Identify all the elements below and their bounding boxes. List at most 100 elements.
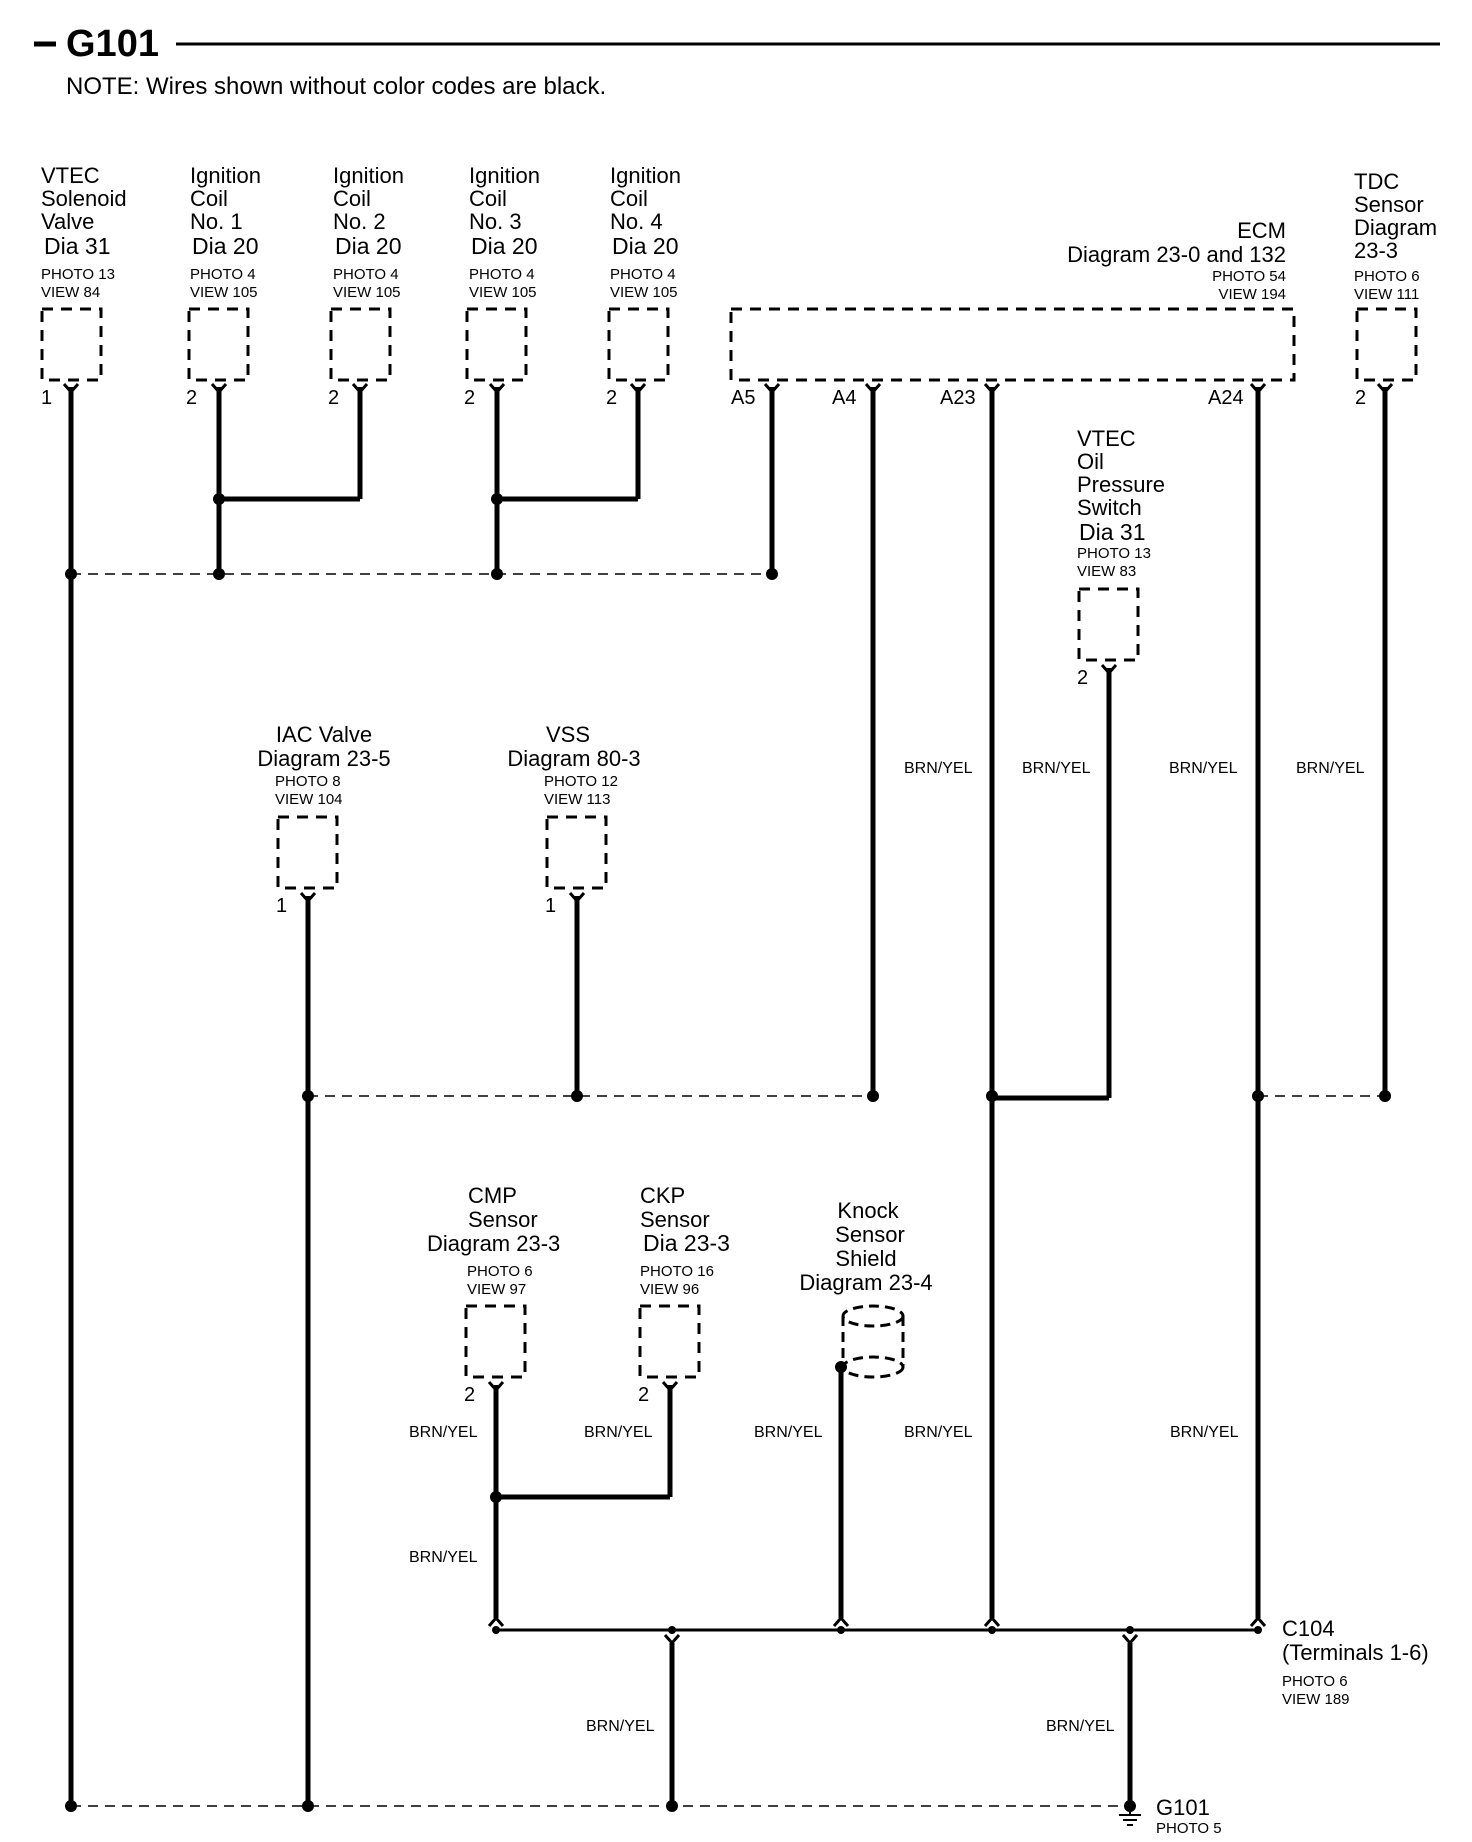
component-label: C104 (1282, 1616, 1335, 1641)
component-label: Solenoid (41, 186, 127, 211)
photo-ref: PHOTO 12 (544, 773, 618, 790)
pin-number: 1 (276, 895, 287, 917)
component-label: Ignition (333, 163, 404, 188)
view-ref: VIEW 105 (190, 284, 258, 301)
wire-color-label: BRN/YEL (1046, 1718, 1115, 1735)
photo-ref: PHOTO 13 (41, 266, 115, 283)
component-label: CMP (468, 1183, 517, 1208)
component-label: Shield (835, 1246, 896, 1271)
wire-color-labels: BRN/YEL BRN/YEL BRN/YEL BRN/YEL BRN/YEL … (409, 760, 1365, 1735)
wire-color-label: BRN/YEL (904, 1424, 973, 1441)
terminal (1249, 1615, 1267, 1627)
terminal (661, 1381, 679, 1393)
pin-number: 2 (1355, 387, 1366, 409)
component-label: Pressure (1077, 472, 1165, 497)
svg-text:Dia 31: Dia 31 (44, 233, 111, 259)
terminal (864, 383, 882, 395)
component-label: (Terminals 1-6) (1282, 1640, 1429, 1665)
component-label: Diagram 23-3 (427, 1231, 560, 1256)
pin-number: A4 (832, 387, 856, 409)
dia-number: 20 (512, 233, 538, 259)
terminal (1100, 664, 1118, 676)
component-label: VSS (546, 722, 590, 747)
component-label: Diagram 23-5 (257, 746, 390, 771)
splice-dot (571, 1090, 583, 1102)
shield-icon (841, 1304, 905, 1379)
wire-color-label: BRN/YEL (1022, 760, 1091, 777)
photo-ref: PHOTO 5 (1156, 1820, 1222, 1837)
dia-label: Dia (1079, 519, 1114, 545)
iac-valve: IAC Valve Diagram 23-5 PHOTO 8 VIEW 104 … (257, 722, 390, 917)
splice-dot (492, 1626, 500, 1634)
ignition-coil-2: Ignition Coil No. 2 Dia 20 PHOTO 4 VIEW … (328, 163, 404, 409)
pin-number: 1 (41, 387, 52, 409)
component-label: No. 2 (333, 209, 386, 234)
component-label: CKP (640, 1183, 685, 1208)
tdc-sensor: TDC Sensor Diagram 23-3 PHOTO 6 VIEW 111… (1354, 169, 1437, 409)
component-label: G101 (1156, 1795, 1210, 1820)
dia-number: 31 (1120, 519, 1146, 545)
wires (68, 387, 1388, 1807)
splice-dot (1126, 1626, 1134, 1634)
component-label: No. 4 (610, 209, 663, 234)
pin-number: A24 (1208, 387, 1244, 409)
connector-box (1355, 307, 1418, 382)
pin-number: 2 (638, 1384, 649, 1406)
terminal (832, 1615, 850, 1627)
splice-dot (491, 568, 503, 580)
ckp-sensor: CKP Sensor Dia 23-3 PHOTO 16 VIEW 96 2 (638, 1183, 730, 1406)
connector-box (464, 1304, 527, 1379)
view-ref: VIEW 105 (469, 284, 537, 301)
component-label: Ignition (469, 163, 540, 188)
splice-dot (666, 1800, 678, 1812)
component-label: Oil (1077, 449, 1104, 474)
splice-dot (302, 1090, 314, 1102)
component-label: Ignition (610, 163, 681, 188)
view-ref: VIEW 83 (1077, 563, 1136, 580)
photo-ref: PHOTO 4 (610, 266, 676, 283)
wire-color-label: BRN/YEL (1169, 760, 1238, 777)
vss: VSS Diagram 80-3 PHOTO 12 VIEW 113 1 (507, 722, 640, 917)
component-label: Coil (333, 186, 371, 211)
splice-dot (490, 1491, 502, 1503)
color-note: NOTE: Wires shown without color codes ar… (66, 73, 606, 100)
connector-box (40, 307, 103, 382)
component-label: Diagram 80-3 (507, 746, 640, 771)
pin-number: 2 (464, 387, 475, 409)
component-label: Valve (41, 209, 94, 234)
component-label: Coil (190, 186, 228, 211)
terminal (1121, 1634, 1139, 1646)
component-label: TDC (1354, 169, 1399, 194)
svg-text:Dia 20: Dia 20 (612, 233, 679, 259)
ignition-coil-3: Ignition Coil No. 3 Dia 20 PHOTO 4 VIEW … (464, 163, 540, 409)
splice-dot (988, 1626, 996, 1634)
photo-ref: PHOTO 13 (1077, 545, 1151, 562)
splice-dot (491, 493, 503, 505)
svg-text:Dia 20: Dia 20 (471, 233, 538, 259)
terminal (210, 383, 228, 395)
wire-color-label: BRN/YEL (1170, 1424, 1239, 1441)
dia-number: 20 (653, 233, 679, 259)
terminal (487, 1381, 505, 1393)
terminal (983, 383, 1001, 395)
dia-label: Dia (44, 233, 79, 259)
photo-ref: PHOTO 6 (1282, 1673, 1348, 1690)
view-ref: VIEW 96 (640, 1281, 699, 1298)
component-label: Diagram (1354, 215, 1437, 240)
view-ref: VIEW 104 (275, 791, 343, 808)
terminal (983, 1615, 1001, 1627)
pin-number: 2 (1077, 667, 1088, 689)
pin-number: 2 (186, 387, 197, 409)
component-label: Switch (1077, 495, 1142, 520)
view-ref: VIEW 111 (1354, 286, 1419, 303)
title-block: G101 NOTE: Wires shown without color cod… (34, 23, 1440, 100)
photo-ref: PHOTO 6 (467, 1263, 533, 1280)
terminal (763, 383, 781, 395)
splice-dot (1379, 1090, 1391, 1102)
pin-number: 2 (328, 387, 339, 409)
terminal (62, 383, 80, 395)
wire-color-label: BRN/YEL (409, 1424, 478, 1441)
dia-label: Dia (335, 233, 370, 259)
vtec-solenoid-valve: VTEC Solenoid Valve Dia 31 PHOTO 13 VIEW… (40, 163, 127, 409)
ecm: ECM Diagram 23-0 and 132 PHOTO 54 VIEW 1… (729, 218, 1296, 409)
